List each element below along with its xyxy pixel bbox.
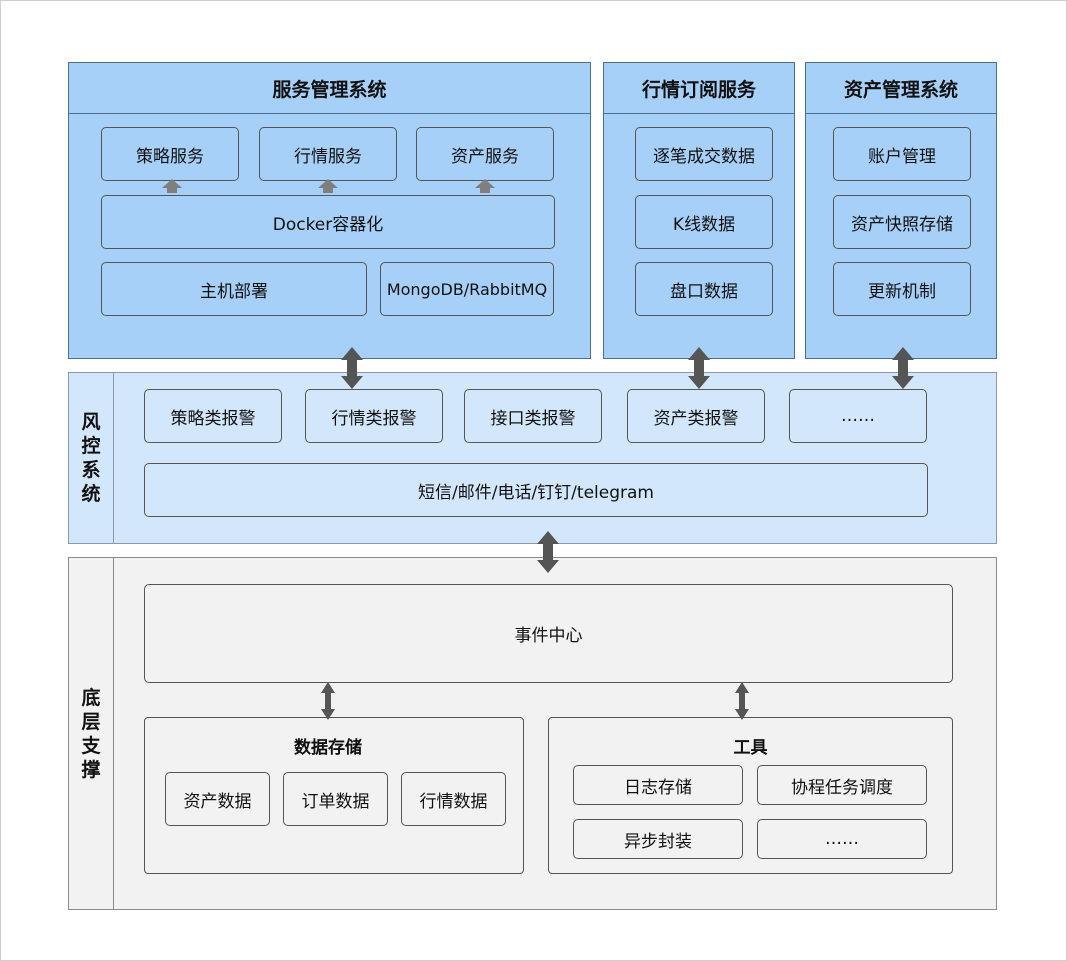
market-sub-title: 行情订阅服务 <box>604 63 794 114</box>
base-label-char: 层 <box>81 710 101 733</box>
update-mechanism-box: 更新机制 <box>833 262 971 316</box>
risk-label-char: 控 <box>81 435 101 457</box>
event-center-box: 事件中心 <box>144 584 953 683</box>
interface-alert-box: 接口类报警 <box>464 389 602 443</box>
asset-mgmt-title: 资产管理系统 <box>806 63 996 114</box>
async-wrapper-box: 异步封装 <box>573 819 743 859</box>
asset-alert-box: 资产类报警 <box>627 389 765 443</box>
bidirectional-arrow-icon <box>537 531 559 573</box>
log-storage-box: 日志存储 <box>573 765 743 805</box>
risk-label-char: 风 <box>81 411 101 433</box>
up-arrow-icon <box>475 179 495 193</box>
asset-snapshot-box: 资产快照存储 <box>833 195 971 249</box>
bidirectional-arrow-icon <box>341 347 363 389</box>
bidirectional-arrow-icon <box>321 682 335 720</box>
risk-control-label: 风 控 系 统 <box>69 373 114 543</box>
mongodb-rabbitmq-box: MongoDB/RabbitMQ <box>380 262 554 316</box>
base-label-char: 支 <box>81 734 101 757</box>
more-tools-box: …… <box>757 819 927 859</box>
base-support-label: 底 层 支 撑 <box>69 558 114 909</box>
tick-data-box: 逐笔成交数据 <box>635 127 773 181</box>
orderbook-data-box: 盘口数据 <box>635 262 773 316</box>
market-data-box: 行情数据 <box>401 772 506 826</box>
tools-title: 工具 <box>733 738 768 758</box>
base-label-char: 撑 <box>81 758 101 781</box>
docker-box: Docker容器化 <box>101 195 555 249</box>
kline-data-box: K线数据 <box>635 195 773 249</box>
more-alerts-box: …… <box>789 389 927 443</box>
coroutine-scheduling-box: 协程任务调度 <box>757 765 927 805</box>
strategy-alert-box: 策略类报警 <box>144 389 282 443</box>
host-deploy-box: 主机部署 <box>101 262 367 316</box>
market-service-box: 行情服务 <box>259 127 397 181</box>
up-arrow-icon <box>318 179 338 193</box>
service-mgmt-title: 服务管理系统 <box>69 63 590 114</box>
bidirectional-arrow-icon <box>735 682 749 720</box>
order-data-box: 订单数据 <box>283 772 388 826</box>
bidirectional-arrow-icon <box>688 347 710 389</box>
asset-data-box: 资产数据 <box>165 772 270 826</box>
notify-channels-box: 短信/邮件/电话/钉钉/telegram <box>144 463 928 517</box>
market-alert-box: 行情类报警 <box>305 389 443 443</box>
base-label-char: 底 <box>81 686 101 709</box>
data-storage-title: 数据存储 <box>294 738 362 758</box>
strategy-service-box: 策略服务 <box>101 127 239 181</box>
up-arrow-icon <box>162 179 182 193</box>
risk-label-char: 系 <box>81 459 101 481</box>
asset-service-box: 资产服务 <box>416 127 554 181</box>
bidirectional-arrow-icon <box>892 347 914 389</box>
account-mgmt-box: 账户管理 <box>833 127 971 181</box>
risk-label-char: 统 <box>81 483 101 505</box>
